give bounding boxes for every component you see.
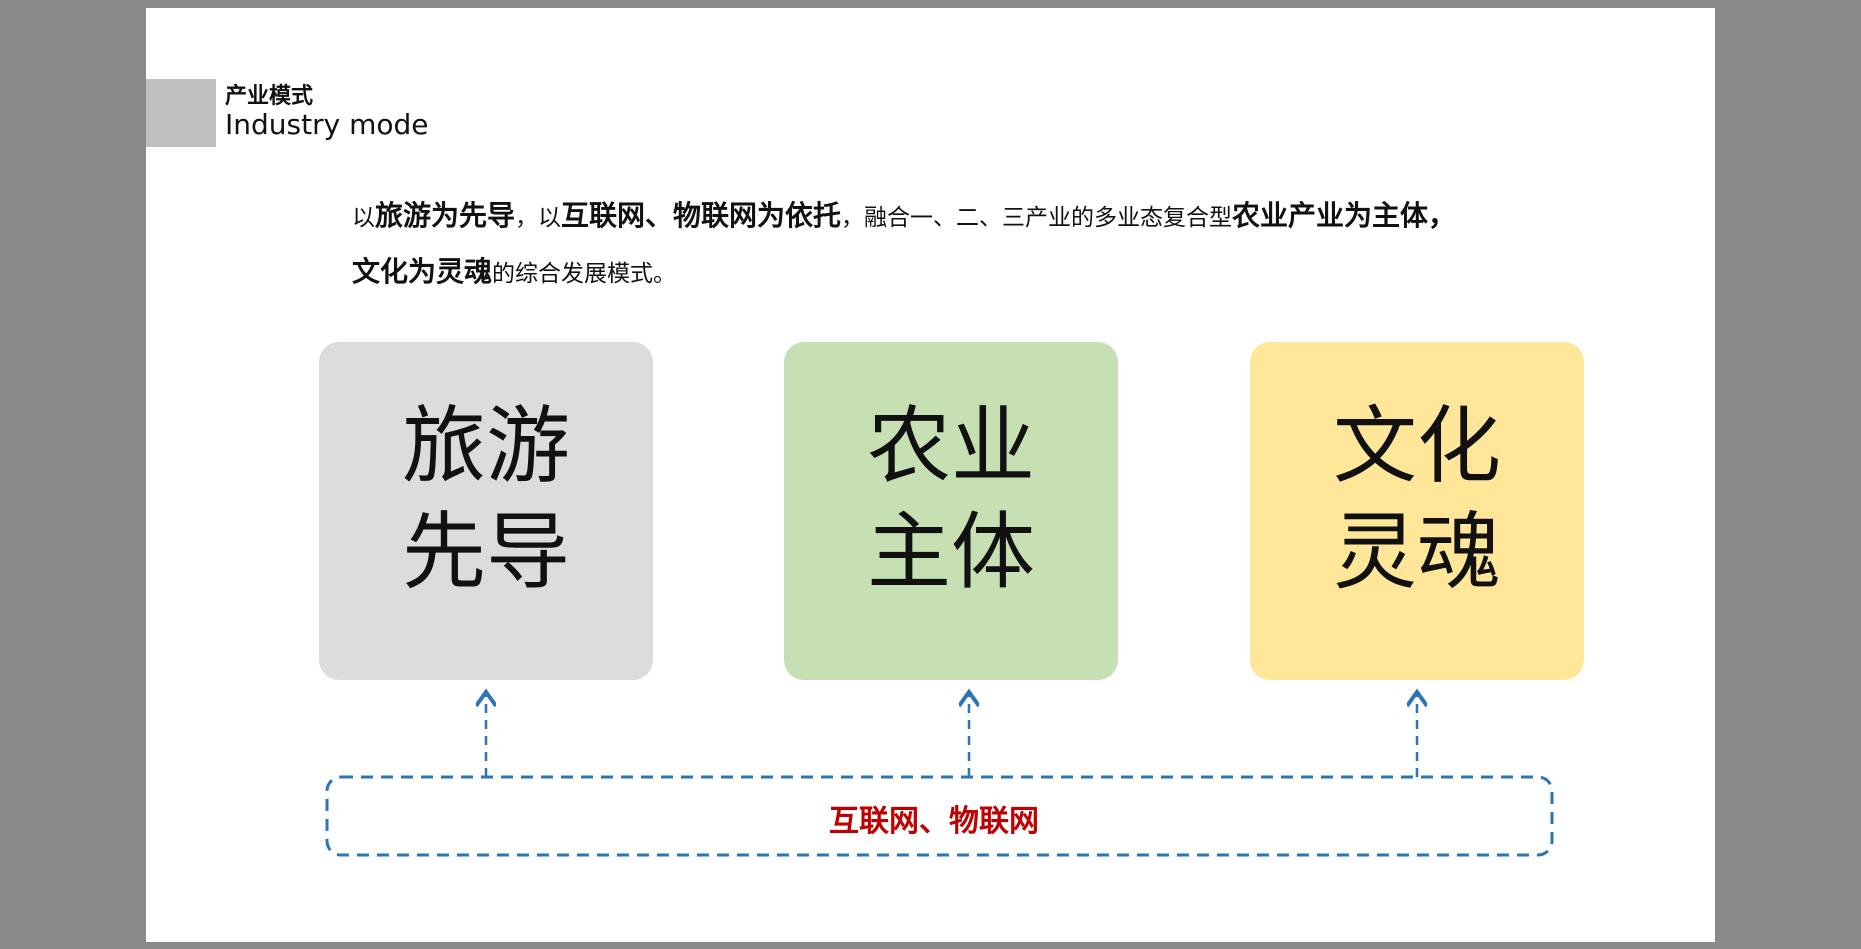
intro-segment: 以 — [352, 205, 375, 231]
card-label-line: 旅游 — [401, 397, 570, 495]
title-marker — [146, 79, 216, 147]
connector-diagram — [325, 8, 1554, 857]
intro-line-1: 以旅游为先导，以互联网、物联网为依托，融合一、二、三产业的多业态复合型农业产业为… — [352, 188, 1592, 244]
intro-line-2: 文化为灵魂的综合发展模式。 — [352, 244, 1592, 300]
intro-segment: 文化为灵魂 — [352, 255, 493, 288]
card-label: 农业 主体 — [851, 393, 1051, 605]
intro-segment: 互联网、物联网为依托 — [561, 199, 842, 232]
intro-segment: 农业产业为主体， — [1232, 199, 1457, 232]
intro-paragraph: 以旅游为先导，以互联网、物联网为依托，融合一、二、三产业的多业态复合型农业产业为… — [352, 188, 1592, 300]
intro-segment: 的综合发展模式。 — [492, 261, 677, 287]
card-label-line: 农业 — [866, 397, 1035, 495]
intro-segment: ，以 — [515, 205, 562, 231]
intro-segment: 旅游为先导 — [375, 199, 516, 232]
card-label-line: 文化 — [1332, 397, 1501, 495]
card-label-line: 灵魂 — [1332, 503, 1501, 601]
card-agriculture: 农业 主体 — [784, 342, 1118, 680]
page-subtitle: Industry mode — [225, 108, 429, 141]
platform-label: 互联网、物联网 — [829, 804, 1039, 839]
card-label-line: 先导 — [401, 503, 570, 601]
intro-segment: ，融合一、二、三产业的多业态复合型 — [841, 205, 1233, 231]
platform-box — [325, 775, 1554, 857]
card-label: 旅游 先导 — [386, 393, 586, 605]
card-label: 文化 灵魂 — [1317, 393, 1517, 605]
card-tourism: 旅游 先导 — [319, 342, 653, 680]
card-culture: 文化 灵魂 — [1250, 342, 1584, 680]
page-title: 产业模式 — [225, 84, 314, 109]
card-label-line: 主体 — [866, 503, 1035, 601]
slide: 产业模式 Industry mode 以旅游为先导，以互联网、物联网为依托，融合… — [146, 8, 1715, 942]
